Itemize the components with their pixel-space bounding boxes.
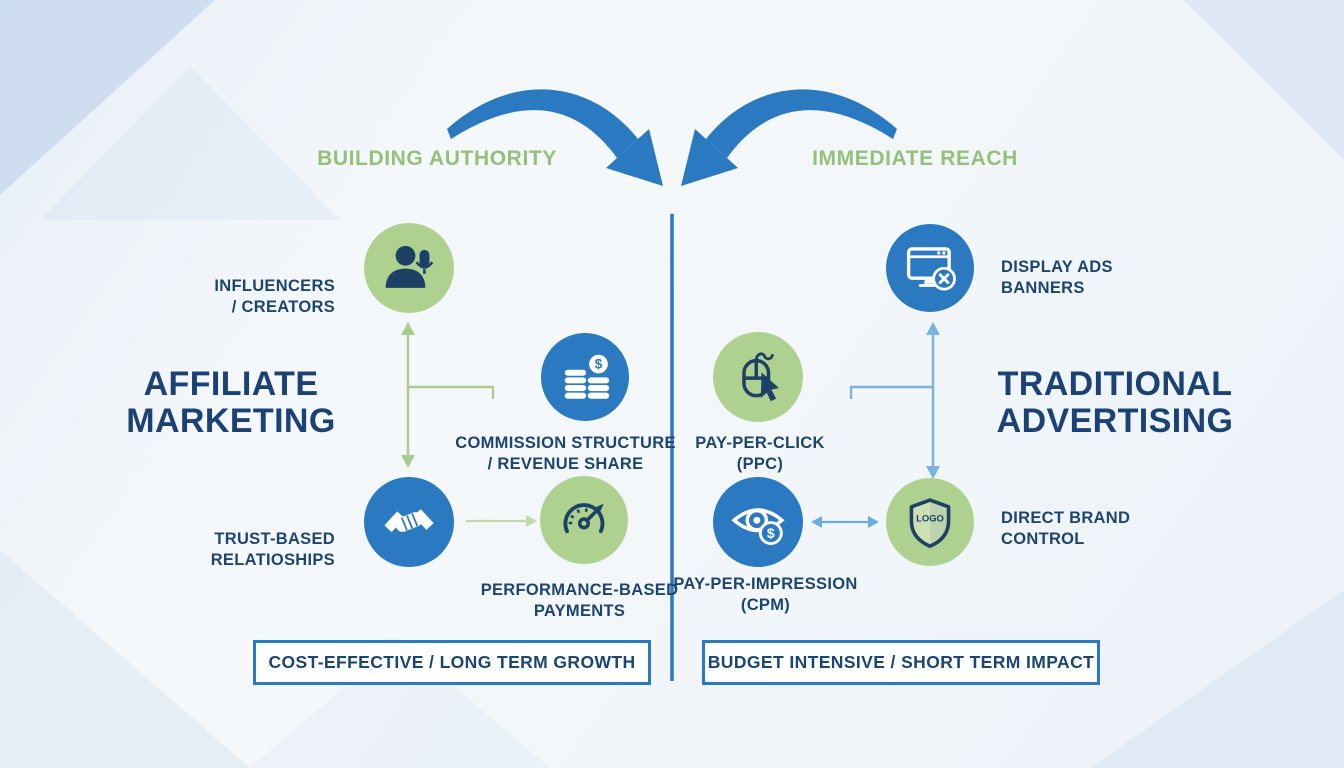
ppc-circle [713, 332, 803, 422]
influencers-label: INFLUENCERS / CREATORS [214, 277, 335, 316]
ppc-label: PAY-PER-CLICK (PPC) [695, 434, 825, 473]
handshake-icon [384, 509, 434, 533]
commission-label: COMMISSION STRUCTURE / REVENUE SHARE [455, 434, 676, 473]
left-branch-connector [406, 333, 495, 457]
affiliate-marketing-title: AFFILIATE MARKETING [126, 365, 336, 440]
right-arrowhead-up [926, 322, 940, 335]
left-swoosh-arrow [447, 89, 663, 186]
display-ads-circle [886, 224, 974, 312]
performance-label: PERFORMANCE-BASED PAYMENTS [480, 581, 679, 620]
trust-circle [364, 477, 454, 567]
traditional-footer-text: BUDGET INTENSIVE / SHORT TERM IMPACT [707, 652, 1095, 672]
left-arrowhead-up [401, 322, 415, 335]
performance-circle [540, 476, 628, 564]
building-authority-label: BUILDING AUTHORITY [317, 147, 557, 170]
speedometer-icon [563, 503, 605, 534]
affiliate-footer-box: COST-EFFECTIVE / LONG TERM GROWTH [253, 640, 651, 685]
eye-dollar-icon: $ [731, 508, 785, 546]
right-arrowhead-down [926, 466, 940, 479]
left-arrowhead-down [401, 455, 415, 468]
cpm-brand-double-arrow [811, 516, 879, 528]
affiliate-footer-text: COST-EFFECTIVE / LONG TERM GROWTH [268, 652, 636, 672]
cpm-label: PAY-PER-IMPRESSION (CPM) [673, 575, 858, 614]
display-ads-label: DISPLAY ADS BANNERS [1001, 258, 1113, 297]
influencers-circle [364, 223, 454, 313]
traditional-advertising-title: TRADITIONAL ADVERTISING [996, 365, 1234, 440]
shield-logo-icon: LOGO [909, 498, 951, 548]
cpm-circle: $ [713, 477, 803, 567]
traditional-footer-box: BUDGET INTENSIVE / SHORT TERM IMPACT [702, 640, 1100, 685]
commission-circle: $ [541, 333, 629, 421]
right-branch-connector [849, 333, 935, 468]
immediate-reach-label: IMMEDIATE REACH [812, 147, 1018, 170]
svg-text:$: $ [595, 357, 603, 372]
svg-text:$: $ [767, 525, 775, 541]
brand-control-circle: LOGO [886, 478, 974, 566]
coins-dollar-icon: $ [564, 354, 610, 399]
right-swoosh-arrow [681, 89, 897, 186]
mouse-click-icon [742, 352, 779, 402]
person-microphone-icon [385, 245, 434, 288]
svg-text:LOGO: LOGO [916, 513, 944, 524]
monitor-ad-blocked-icon [906, 247, 956, 291]
trust-label: TRUST-BASED RELATIOSHIPS [210, 530, 335, 569]
trust-to-performance-arrow [466, 515, 537, 527]
brand-control-label: DIRECT BRAND CONTROL [1001, 509, 1131, 548]
